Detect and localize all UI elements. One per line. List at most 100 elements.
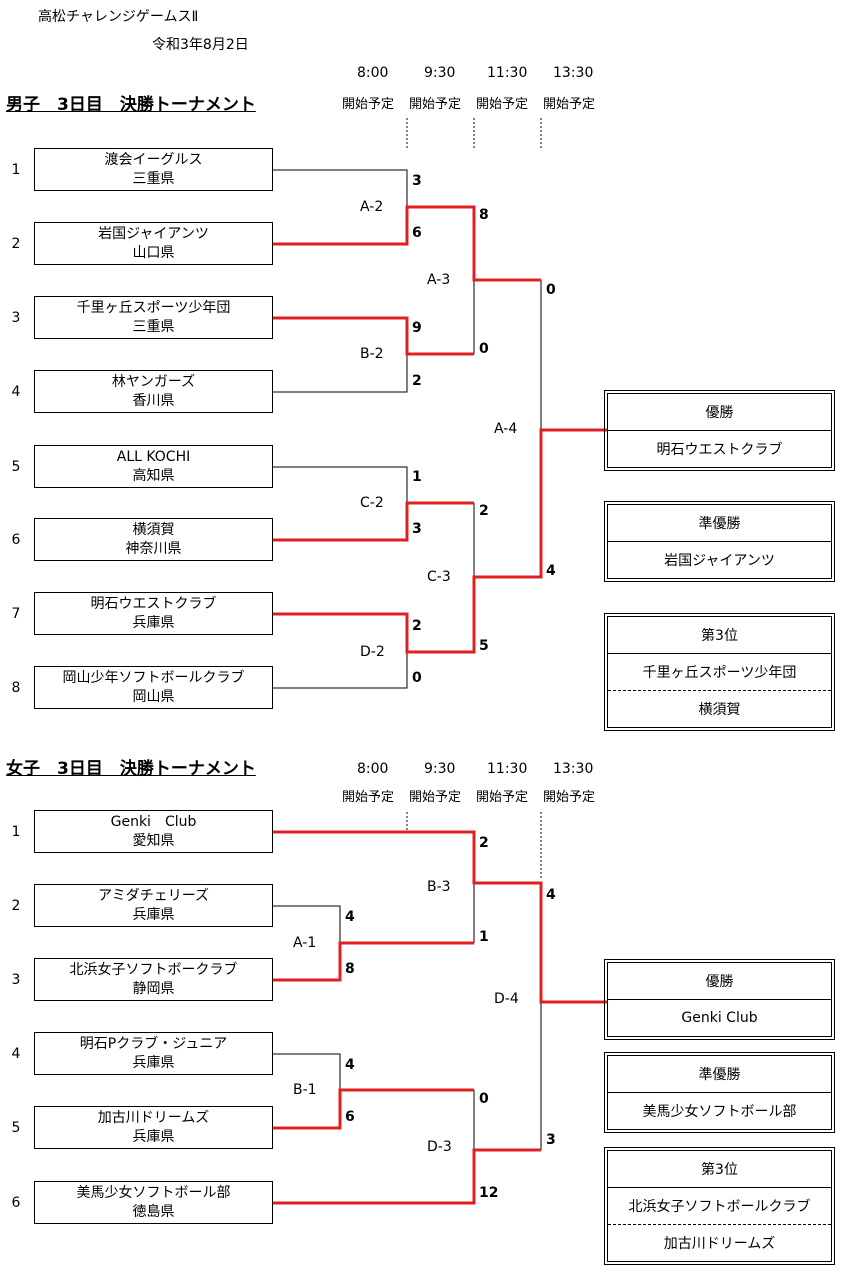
team-box: 岩国ジャイアンツ 山口県 [34, 222, 273, 265]
team-prefecture: 徳島県 [132, 1203, 175, 1220]
champion-team: 明石ウエストクラブ [656, 442, 783, 458]
start-label: 開始予定 [543, 790, 596, 805]
time-slot: 11:30 [487, 761, 528, 777]
team-prefecture: 高知県 [132, 467, 175, 484]
team-name: アミダチェリーズ [97, 887, 210, 904]
time-slot: 9:30 [424, 761, 456, 777]
seed-number: 4 [11, 384, 21, 400]
team-prefecture: 兵庫県 [132, 1128, 175, 1145]
score: 2 [479, 835, 489, 851]
score: 1 [412, 469, 422, 485]
third-place-team: 北浜女子ソフトボールクラブ [608, 1188, 831, 1225]
score: 0 [479, 341, 489, 357]
score: 1 [479, 929, 489, 945]
seed-number: 6 [11, 532, 21, 548]
score: 8 [479, 207, 489, 223]
seed-number: 5 [11, 459, 21, 475]
seed-number: 2 [11, 898, 21, 914]
seed-number: 6 [11, 1195, 21, 1211]
team-prefecture: 山口県 [132, 244, 175, 261]
team-name: 美馬少女ソフトボール部 [76, 1184, 231, 1201]
score: 12 [479, 1185, 499, 1201]
score: 3 [412, 173, 422, 189]
score: 5 [479, 638, 489, 654]
start-label: 開始予定 [409, 790, 462, 805]
game-id: B-2 [360, 346, 384, 362]
team-name: 岡山少年ソフトボールクラブ [62, 669, 245, 686]
champion-team: Genki Club [681, 1010, 758, 1026]
runner-up-label: 準優勝 [608, 505, 831, 542]
team-name: Genki Club [110, 813, 197, 830]
team-box: 加古川ドリームズ 兵庫県 [34, 1106, 273, 1149]
champion-label: 優勝 [608, 394, 831, 431]
time-slot: 9:30 [424, 65, 456, 81]
third-place-label: 第3位 [608, 1151, 831, 1188]
runner-up-label: 準優勝 [608, 1056, 831, 1093]
boys-third-place-box: 第3位 千里ヶ丘スポーツ少年団 横須賀 [604, 613, 835, 731]
score: 2 [412, 373, 422, 389]
team-box: 明石Pクラブ・ジュニア 兵庫県 [34, 1032, 273, 1075]
team-name: 渡会イーグルス [104, 151, 203, 168]
third-place-team: 横須賀 [698, 702, 741, 718]
time-slot: 8:00 [357, 761, 389, 777]
start-label: 開始予定 [342, 790, 395, 805]
game-id: D-3 [427, 1139, 452, 1155]
game-id: B-1 [293, 1082, 317, 1098]
team-prefecture: 岡山県 [132, 688, 175, 705]
team-box: 林ヤンガーズ 香川県 [34, 370, 273, 413]
score: 6 [345, 1109, 355, 1125]
seed-number: 7 [11, 606, 21, 622]
game-id: A-1 [293, 935, 317, 951]
start-label: 開始予定 [476, 97, 529, 112]
start-label: 開始予定 [342, 97, 395, 112]
team-box: 千里ヶ丘スポーツ少年団 三重県 [34, 296, 273, 339]
team-prefecture: 静岡県 [132, 980, 175, 997]
team-box: 明石ウエストクラブ 兵庫県 [34, 592, 273, 635]
champion-label: 優勝 [608, 963, 831, 1000]
team-name: 明石Pクラブ・ジュニア [79, 1035, 228, 1052]
event-title: 高松チャレンジゲームスⅡ [38, 9, 199, 25]
time-slot: 11:30 [487, 65, 528, 81]
score: 4 [546, 887, 556, 903]
team-name: ALL KOCHI [116, 448, 191, 465]
team-box: 渡会イーグルス 三重県 [34, 148, 273, 191]
score: 3 [412, 521, 422, 537]
team-box: 岡山少年ソフトボールクラブ 岡山県 [34, 666, 273, 709]
score: 8 [345, 961, 355, 977]
game-id: C-3 [427, 569, 451, 585]
score: 6 [412, 225, 422, 241]
team-box: 横須賀 神奈川県 [34, 518, 273, 561]
seed-number: 1 [11, 162, 21, 178]
seed-number: 3 [11, 972, 21, 988]
team-name: 加古川ドリームズ [97, 1109, 210, 1126]
score: 4 [345, 909, 355, 925]
score: 2 [479, 503, 489, 519]
score: 4 [345, 1057, 355, 1073]
girls-champion-box: 優勝 Genki Club [604, 959, 835, 1040]
team-prefecture: 神奈川県 [125, 540, 182, 557]
team-name: 北浜女子ソフトボークラブ [69, 961, 238, 978]
team-name: 岩国ジャイアンツ [98, 225, 209, 242]
boys-bracket-title: 男子 3日目 決勝トーナメント [6, 95, 256, 115]
time-slot: 13:30 [553, 761, 594, 777]
score: 0 [412, 670, 422, 686]
team-box: 美馬少女ソフトボール部 徳島県 [34, 1181, 273, 1224]
team-prefecture: 三重県 [132, 318, 175, 335]
team-prefecture: 兵庫県 [132, 1054, 175, 1071]
team-box: ALL KOCHI 高知県 [34, 445, 273, 488]
seed-number: 5 [11, 1120, 21, 1136]
start-label: 開始予定 [476, 790, 529, 805]
game-id: A-4 [494, 421, 518, 437]
girls-bracket-title: 女子 3日目 決勝トーナメント [6, 759, 256, 779]
third-place-team: 千里ヶ丘スポーツ少年団 [608, 654, 831, 691]
team-prefecture: 兵庫県 [132, 906, 175, 923]
start-label: 開始予定 [543, 97, 596, 112]
team-box: Genki Club 愛知県 [34, 810, 273, 853]
seed-number: 1 [11, 824, 21, 840]
runner-up-team: 岩国ジャイアンツ [664, 553, 775, 569]
time-slot: 8:00 [357, 65, 389, 81]
score: 9 [412, 320, 422, 336]
game-id: A-3 [427, 272, 451, 288]
third-place-label: 第3位 [608, 617, 831, 654]
